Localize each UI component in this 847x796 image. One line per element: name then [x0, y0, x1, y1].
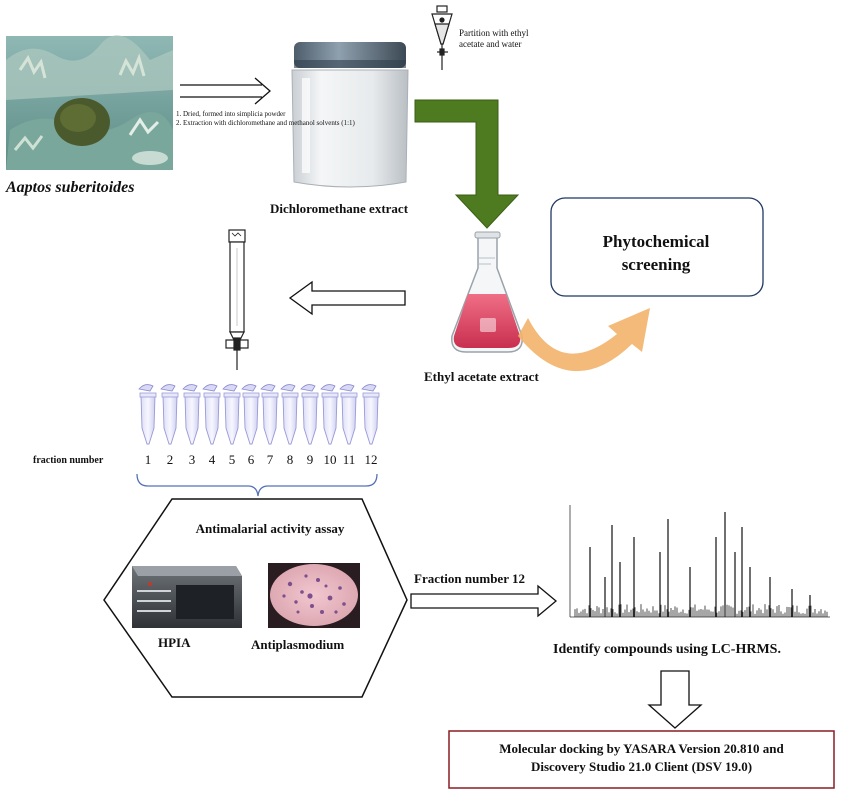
- lchrms-label: Identify compounds using LC-HRMS.: [553, 642, 781, 657]
- fraction-number: 5: [228, 452, 236, 467]
- fraction-number: 2: [166, 452, 174, 467]
- microtube-icon: [202, 384, 221, 445]
- arrow-to-lchrms: [410, 584, 558, 618]
- extraction-steps: 1. Dried, formed into simplicia powder 2…: [176, 110, 376, 128]
- mass-spectrum-icon: [569, 505, 830, 618]
- screening-label: Phytochemical screening: [602, 232, 710, 274]
- assay-hexagon: [103, 498, 408, 698]
- docking-line-2: Discovery Studio 21.0 Client (DSV 19.0): [530, 759, 753, 774]
- orange-curved-arrow: [518, 308, 650, 372]
- fraction-number: 10: [323, 452, 337, 467]
- docking-box: [448, 730, 835, 789]
- microtube-icon: [241, 384, 260, 445]
- arrow-flask-to-column: [288, 280, 406, 316]
- microtube-icon: [361, 384, 380, 445]
- funnel-label: Partition with ethyl acetate and water: [459, 28, 529, 49]
- microtube-icon: [339, 384, 358, 445]
- fraction-number: 9: [306, 452, 314, 467]
- fraction-number: 8: [286, 452, 294, 467]
- fraction-arrow-label: Fraction number 12: [414, 571, 525, 586]
- microtube-icon: [138, 384, 157, 445]
- microtube-icon: [160, 384, 179, 445]
- antiplasmodium-label: Antiplasmodium: [251, 637, 345, 652]
- flask-label: Ethyl acetate extract: [424, 369, 539, 384]
- species-name: Aaptos suberitoides: [6, 179, 135, 196]
- docking-label: Molecular docking by YASARA Version 20.8…: [449, 740, 834, 776]
- fraction-number: 7: [266, 452, 274, 467]
- microtube-icon: [182, 384, 201, 445]
- arrow-to-docking: [647, 670, 703, 729]
- extraction-step-1: 1. Dried, formed into simplicia powder: [176, 110, 286, 118]
- sponge-photo: [6, 35, 173, 170]
- extraction-step-2: 2. Extraction with dichloromethane and m…: [176, 119, 355, 127]
- erlenmeyer-flask-icon: [451, 231, 523, 353]
- fraction-number: 1: [144, 452, 152, 467]
- assay-title: Antimalarial activity assay: [195, 521, 345, 536]
- separatory-funnel-icon: [431, 5, 453, 70]
- microtube-icon: [280, 384, 299, 445]
- microtube-icon: [260, 384, 279, 445]
- microtube-icon: [222, 384, 241, 445]
- jar-icon: [291, 42, 409, 188]
- microtube-icon: [300, 384, 319, 445]
- fraction-axis-label: fraction number: [33, 455, 104, 466]
- screening-box: [550, 197, 764, 297]
- hpia-instrument-icon: [132, 566, 242, 628]
- microtube-icon: [320, 384, 339, 445]
- jar-label: Dichloromethane extract: [270, 201, 409, 216]
- green-arrow: [414, 99, 520, 229]
- fraction-number: 11: [342, 452, 356, 467]
- microscope-slide-icon: [268, 563, 360, 628]
- hpia-label: HPIA: [158, 635, 191, 650]
- fraction-bracket: [136, 473, 378, 497]
- fraction-number: 4: [208, 452, 216, 467]
- docking-line-1: Molecular docking by YASARA Version 20.8…: [499, 741, 784, 756]
- chromatography-column-icon: [225, 229, 249, 370]
- arrow-sponge-to-jar: [180, 77, 271, 105]
- fraction-number: 12: [364, 452, 378, 467]
- fraction-number: 3: [188, 452, 196, 467]
- fraction-number: 6: [247, 452, 255, 467]
- microtube-row: [138, 384, 380, 445]
